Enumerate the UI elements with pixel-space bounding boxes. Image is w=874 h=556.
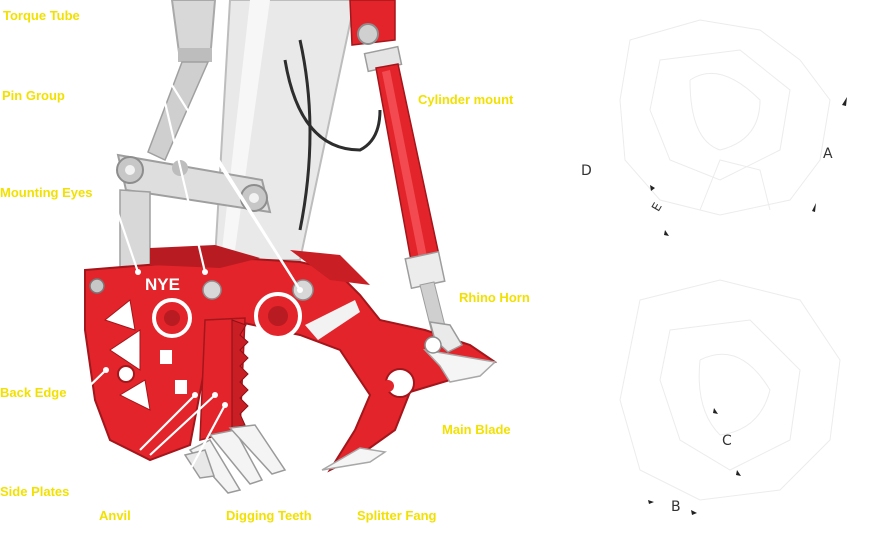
leader-anvil	[149, 394, 216, 456]
label-splitter-fang: Splitter Fang	[357, 508, 437, 523]
leader-torque-tube	[153, 59, 207, 273]
sketch-letter-c: C	[722, 433, 732, 449]
leader-mounting-eyes	[108, 189, 140, 273]
label-pin-group: Pin Group	[2, 88, 65, 103]
label-side-plates: Side Plates	[0, 484, 70, 499]
label-back-edge: Back Edge	[0, 385, 67, 400]
leader-digging-teeth	[189, 404, 226, 471]
blade-assembly	[321, 321, 497, 471]
label-torque-tube: Torque Tube	[3, 8, 80, 23]
leader-side-plates	[139, 394, 196, 451]
label-main-blade: Main Blade	[442, 422, 511, 437]
mounting-linkage	[116, 153, 272, 271]
sketch-letter-a: A	[823, 146, 833, 162]
leader-cylinder-mount	[209, 149, 301, 291]
background-sketch-bottom	[619, 279, 841, 501]
label-mounting-eyes: Mounting Eyes	[0, 185, 93, 200]
jaw-body	[84, 245, 498, 473]
leader-lines	[74, 59, 301, 471]
sketch-letter-d: D	[581, 163, 592, 179]
sketch-letter-b: B	[671, 499, 681, 515]
label-digging-teeth: Digging Teeth	[226, 508, 312, 523]
background-sketch-top	[619, 19, 831, 216]
torque-tube	[147, 0, 217, 162]
leader-dots	[103, 269, 303, 408]
leader-back-edge	[74, 369, 107, 401]
label-rhino-horn: Rhino Horn	[459, 290, 530, 305]
brand-logo	[143, 270, 187, 292]
brand-logo-text: NYE	[145, 275, 180, 294]
hydraulic-cylinder	[349, 0, 447, 334]
label-cylinder-mount: Cylinder mount	[418, 92, 514, 107]
sketch-pointer-marks	[648, 97, 847, 515]
label-anvil: Anvil	[99, 508, 131, 523]
anvil	[199, 317, 249, 441]
digging-teeth	[183, 424, 287, 494]
